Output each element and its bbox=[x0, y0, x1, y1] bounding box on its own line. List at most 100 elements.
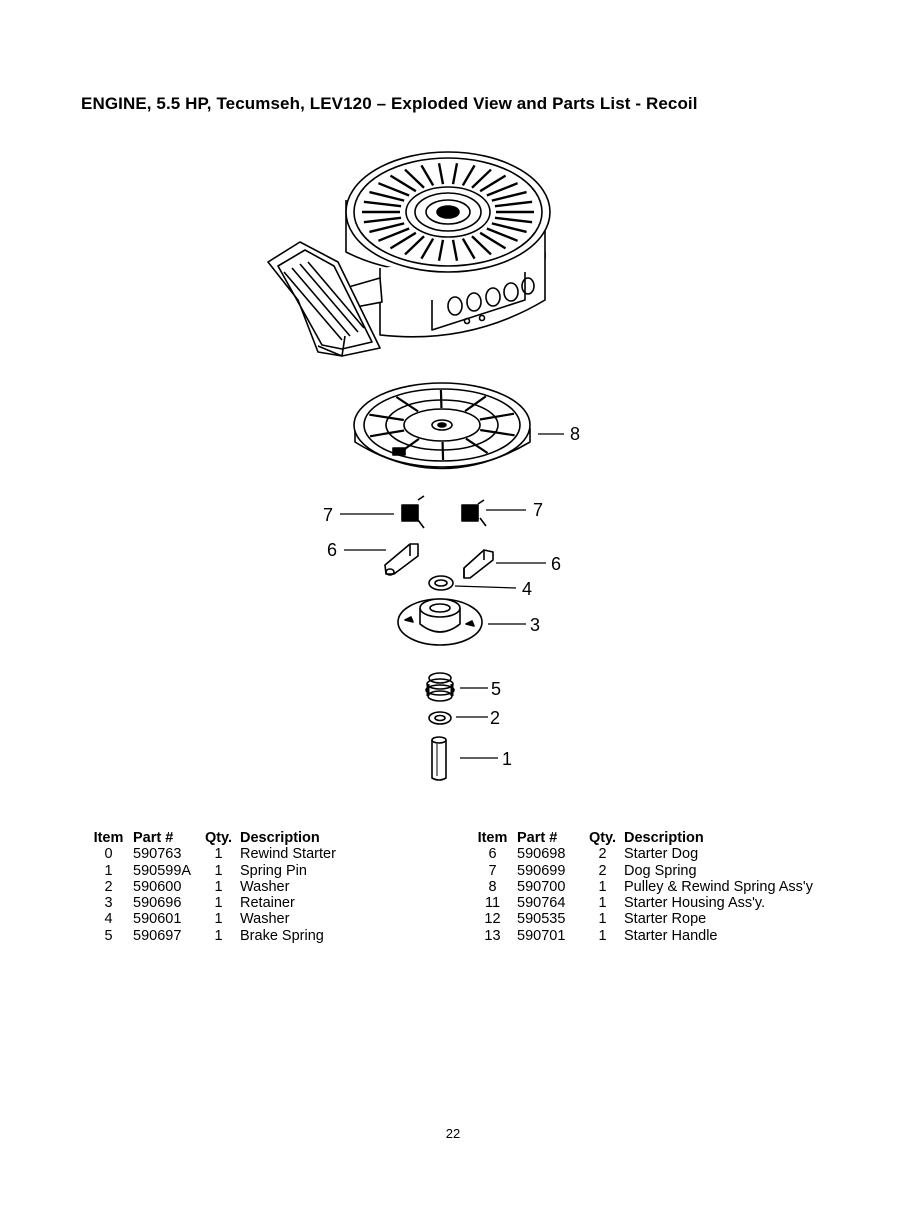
qty-cell: 2 bbox=[598, 862, 607, 879]
housing-vent bbox=[494, 216, 533, 224]
description-cell: Starter Rope bbox=[624, 911, 707, 928]
callout-1: 1 bbox=[502, 749, 512, 769]
qty-cell: 1 bbox=[598, 927, 607, 944]
page-title: ENGINE, 5.5 HP, Tecumseh, LEV120 – Explo… bbox=[81, 94, 698, 113]
item-cell: 1 bbox=[104, 862, 113, 879]
callout-6-left: 6 bbox=[327, 540, 337, 560]
header-item: Item bbox=[477, 830, 508, 846]
table-row: 3 590696 1 Retainer bbox=[84, 895, 336, 911]
pulley-spoke bbox=[465, 437, 489, 454]
starter-housing-illustration bbox=[267, 151, 551, 357]
table-row: 4 590601 1 Washer bbox=[84, 911, 336, 927]
callout-6-right: 6 bbox=[551, 554, 561, 574]
description-cell: Brake Spring bbox=[240, 927, 324, 944]
housing-vent bbox=[363, 200, 402, 208]
part-number-cell: 590601 bbox=[133, 911, 182, 928]
item-cell: 0 bbox=[104, 846, 113, 863]
qty-cell: 1 bbox=[598, 878, 607, 895]
qty-cell: 1 bbox=[214, 911, 223, 928]
pulley-spoke bbox=[369, 429, 405, 438]
brake-spring-illustration bbox=[425, 672, 455, 702]
part-number-cell: 590700 bbox=[517, 878, 566, 895]
retainer-illustration bbox=[397, 598, 483, 646]
housing-vent bbox=[494, 200, 533, 208]
housing-vent bbox=[437, 239, 445, 261]
housing-vent bbox=[363, 216, 402, 224]
part-number-cell: 590697 bbox=[133, 927, 182, 944]
item-cell: 4 bbox=[104, 911, 113, 928]
callout-8: 8 bbox=[570, 424, 580, 444]
pulley-spoke bbox=[369, 413, 404, 422]
header-qty: Qty. bbox=[588, 830, 617, 846]
callout-7-right: 7 bbox=[533, 500, 543, 520]
housing-vent bbox=[404, 168, 425, 189]
part-number-cell: 590763 bbox=[133, 846, 182, 863]
housing-vent bbox=[420, 238, 435, 260]
spring-pin-illustration bbox=[431, 736, 447, 781]
header-qty: Qty. bbox=[204, 830, 233, 846]
header-item: Item bbox=[93, 830, 124, 846]
pulley-spoke bbox=[479, 412, 515, 421]
part-number-cell: 590701 bbox=[517, 927, 566, 944]
header-description: Description bbox=[624, 830, 704, 846]
housing-vent bbox=[479, 174, 507, 193]
qty-cell: 1 bbox=[214, 927, 223, 944]
washer-item-4-illustration bbox=[428, 575, 454, 591]
housing-vent bbox=[461, 164, 476, 186]
description-cell: Retainer bbox=[240, 895, 295, 912]
part-number-cell: 590698 bbox=[517, 846, 566, 863]
pulley-spoke bbox=[464, 395, 487, 413]
description-cell: Washer bbox=[240, 878, 290, 895]
qty-cell: 1 bbox=[214, 846, 223, 863]
housing-vent bbox=[491, 190, 527, 202]
part-number-cell: 590696 bbox=[133, 895, 182, 912]
housing-vent bbox=[451, 239, 459, 261]
housing-vent bbox=[369, 190, 405, 202]
callout-2: 2 bbox=[490, 708, 500, 728]
housing-vent bbox=[471, 168, 492, 189]
pulley-spoke bbox=[439, 389, 443, 409]
item-cell: 3 bbox=[104, 895, 113, 912]
dog-spring-right-illustration bbox=[461, 499, 487, 527]
part-number-cell: 590600 bbox=[133, 878, 182, 895]
pulley-spoke bbox=[395, 396, 419, 413]
item-cell: 12 bbox=[484, 911, 501, 928]
housing-vent bbox=[389, 231, 417, 250]
housing-vent bbox=[420, 164, 435, 186]
qty-cell: 1 bbox=[214, 862, 223, 879]
housing-vent bbox=[486, 227, 519, 242]
qty-cell: 1 bbox=[598, 895, 607, 912]
item-cell: 11 bbox=[484, 895, 501, 912]
housing-vent bbox=[491, 222, 527, 234]
housing-vent bbox=[377, 227, 410, 242]
description-cell: Pulley & Rewind Spring Ass'y bbox=[624, 878, 813, 895]
description-cell: Starter Handle bbox=[624, 927, 718, 944]
description-cell: Washer bbox=[240, 911, 290, 928]
housing-vent bbox=[461, 238, 476, 260]
housing-vent bbox=[389, 174, 417, 193]
housing-vent bbox=[377, 182, 410, 197]
header-part-number: Part # bbox=[517, 830, 558, 846]
description-cell: Dog Spring bbox=[624, 862, 697, 879]
description-cell: Starter Dog bbox=[624, 846, 699, 863]
part-number-cell: 590764 bbox=[517, 895, 566, 912]
qty-cell: 1 bbox=[214, 895, 223, 912]
callout-3: 3 bbox=[530, 615, 540, 635]
part-number-cell: 590535 bbox=[517, 911, 566, 928]
exploded-view-diagram: 8 7 7 6 6 4 3 5 2 1 bbox=[267, 151, 580, 781]
description-cell: Spring Pin bbox=[240, 862, 307, 879]
starter-dog-left-illustration bbox=[384, 543, 419, 576]
part-number-cell: 590699 bbox=[517, 862, 566, 879]
washer-item-2-illustration bbox=[428, 711, 452, 725]
pulley-illustration bbox=[353, 382, 531, 470]
housing-vent bbox=[479, 231, 507, 250]
callout-4: 4 bbox=[522, 579, 532, 599]
